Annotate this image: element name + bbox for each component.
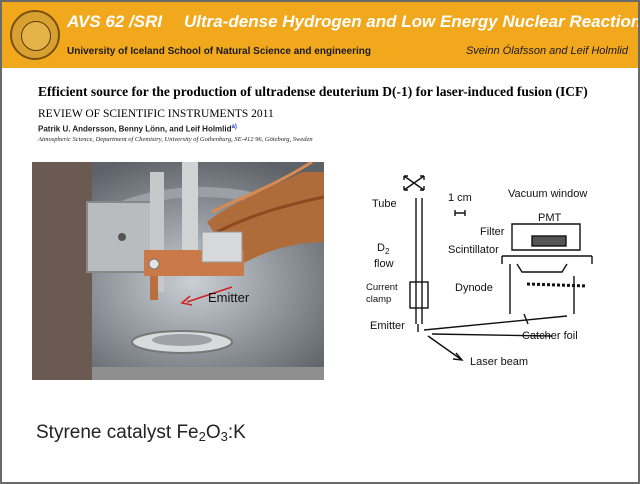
label-flow: flow: [374, 258, 394, 270]
label-laser-beam: Laser beam: [470, 356, 529, 368]
header-authors: Sveinn Ólafsson and Leif Holmlid: [465, 45, 628, 57]
caption-sub-2: 3: [220, 429, 228, 444]
course-code: AVS 62 /SRI: [67, 12, 163, 31]
university-name: University of Iceland School of Natural …: [67, 46, 371, 57]
paper-affiliation: Atmospheric Science, Department of Chemi…: [38, 136, 313, 143]
header-title: Ultra-dense Hydrogen and Low Energy Nucl…: [184, 12, 638, 31]
paper-title: Efficient source for the production of u…: [38, 84, 588, 99]
caption-prefix: Styrene catalyst Fe: [36, 422, 199, 443]
caption-sub-1: 2: [198, 429, 206, 444]
photo-emitter-label: Emitter: [208, 290, 250, 305]
paper-authors-names: Patrik U. Andersson, Benny Lönn, and Lei…: [38, 124, 232, 134]
apparatus-diagram: Tube 1 cm Vacuum window PMT Filter Scint…: [352, 164, 634, 382]
catalyst-caption: Styrene catalyst Fe2O3:K: [36, 422, 246, 444]
label-scale: 1 cm: [448, 192, 472, 204]
apparatus-photo: Emitter: [32, 162, 324, 380]
label-catcher-foil: Catcher foil: [522, 330, 578, 342]
label-tube: Tube: [372, 198, 397, 210]
paper-authors-mark: a): [231, 124, 237, 130]
label-filter: Filter: [480, 226, 505, 238]
paper-authors: Patrik U. Andersson, Benny Lönn, and Lei…: [38, 124, 237, 134]
label-d2-symbol: D: [377, 242, 385, 254]
caption-suffix: :K: [227, 422, 246, 443]
label-d2-sub: 2: [384, 247, 390, 257]
caption-mid: O: [205, 422, 221, 443]
label-current: Current: [366, 282, 398, 293]
label-vacuum-window: Vacuum window: [508, 188, 588, 200]
label-scintillator: Scintillator: [448, 244, 499, 256]
label-d2: D2: [377, 242, 389, 256]
header-bar: AVS 62 /SRI Ultra-dense Hydrogen and Low…: [2, 2, 638, 68]
label-emitter: Emitter: [370, 320, 405, 332]
university-logo: [10, 10, 60, 60]
journal-name: REVIEW OF SCIENTIFIC INSTRUMENTS 2011: [38, 108, 274, 120]
label-dynode: Dynode: [455, 282, 493, 294]
label-clamp: clamp: [366, 294, 392, 305]
label-pmt: PMT: [538, 212, 562, 224]
